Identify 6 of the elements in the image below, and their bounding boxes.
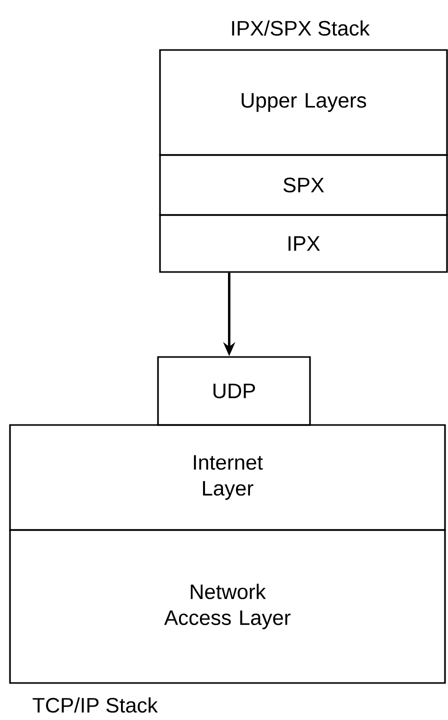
layer-box: IPX	[159, 214, 448, 273]
layer-box: SPX	[159, 154, 448, 216]
layer-box: Upper Layers	[159, 49, 448, 156]
layer-box: UDP	[157, 356, 311, 426]
layer-box: Network Access Layer	[9, 529, 446, 684]
layer-box: Internet Layer	[9, 424, 446, 531]
